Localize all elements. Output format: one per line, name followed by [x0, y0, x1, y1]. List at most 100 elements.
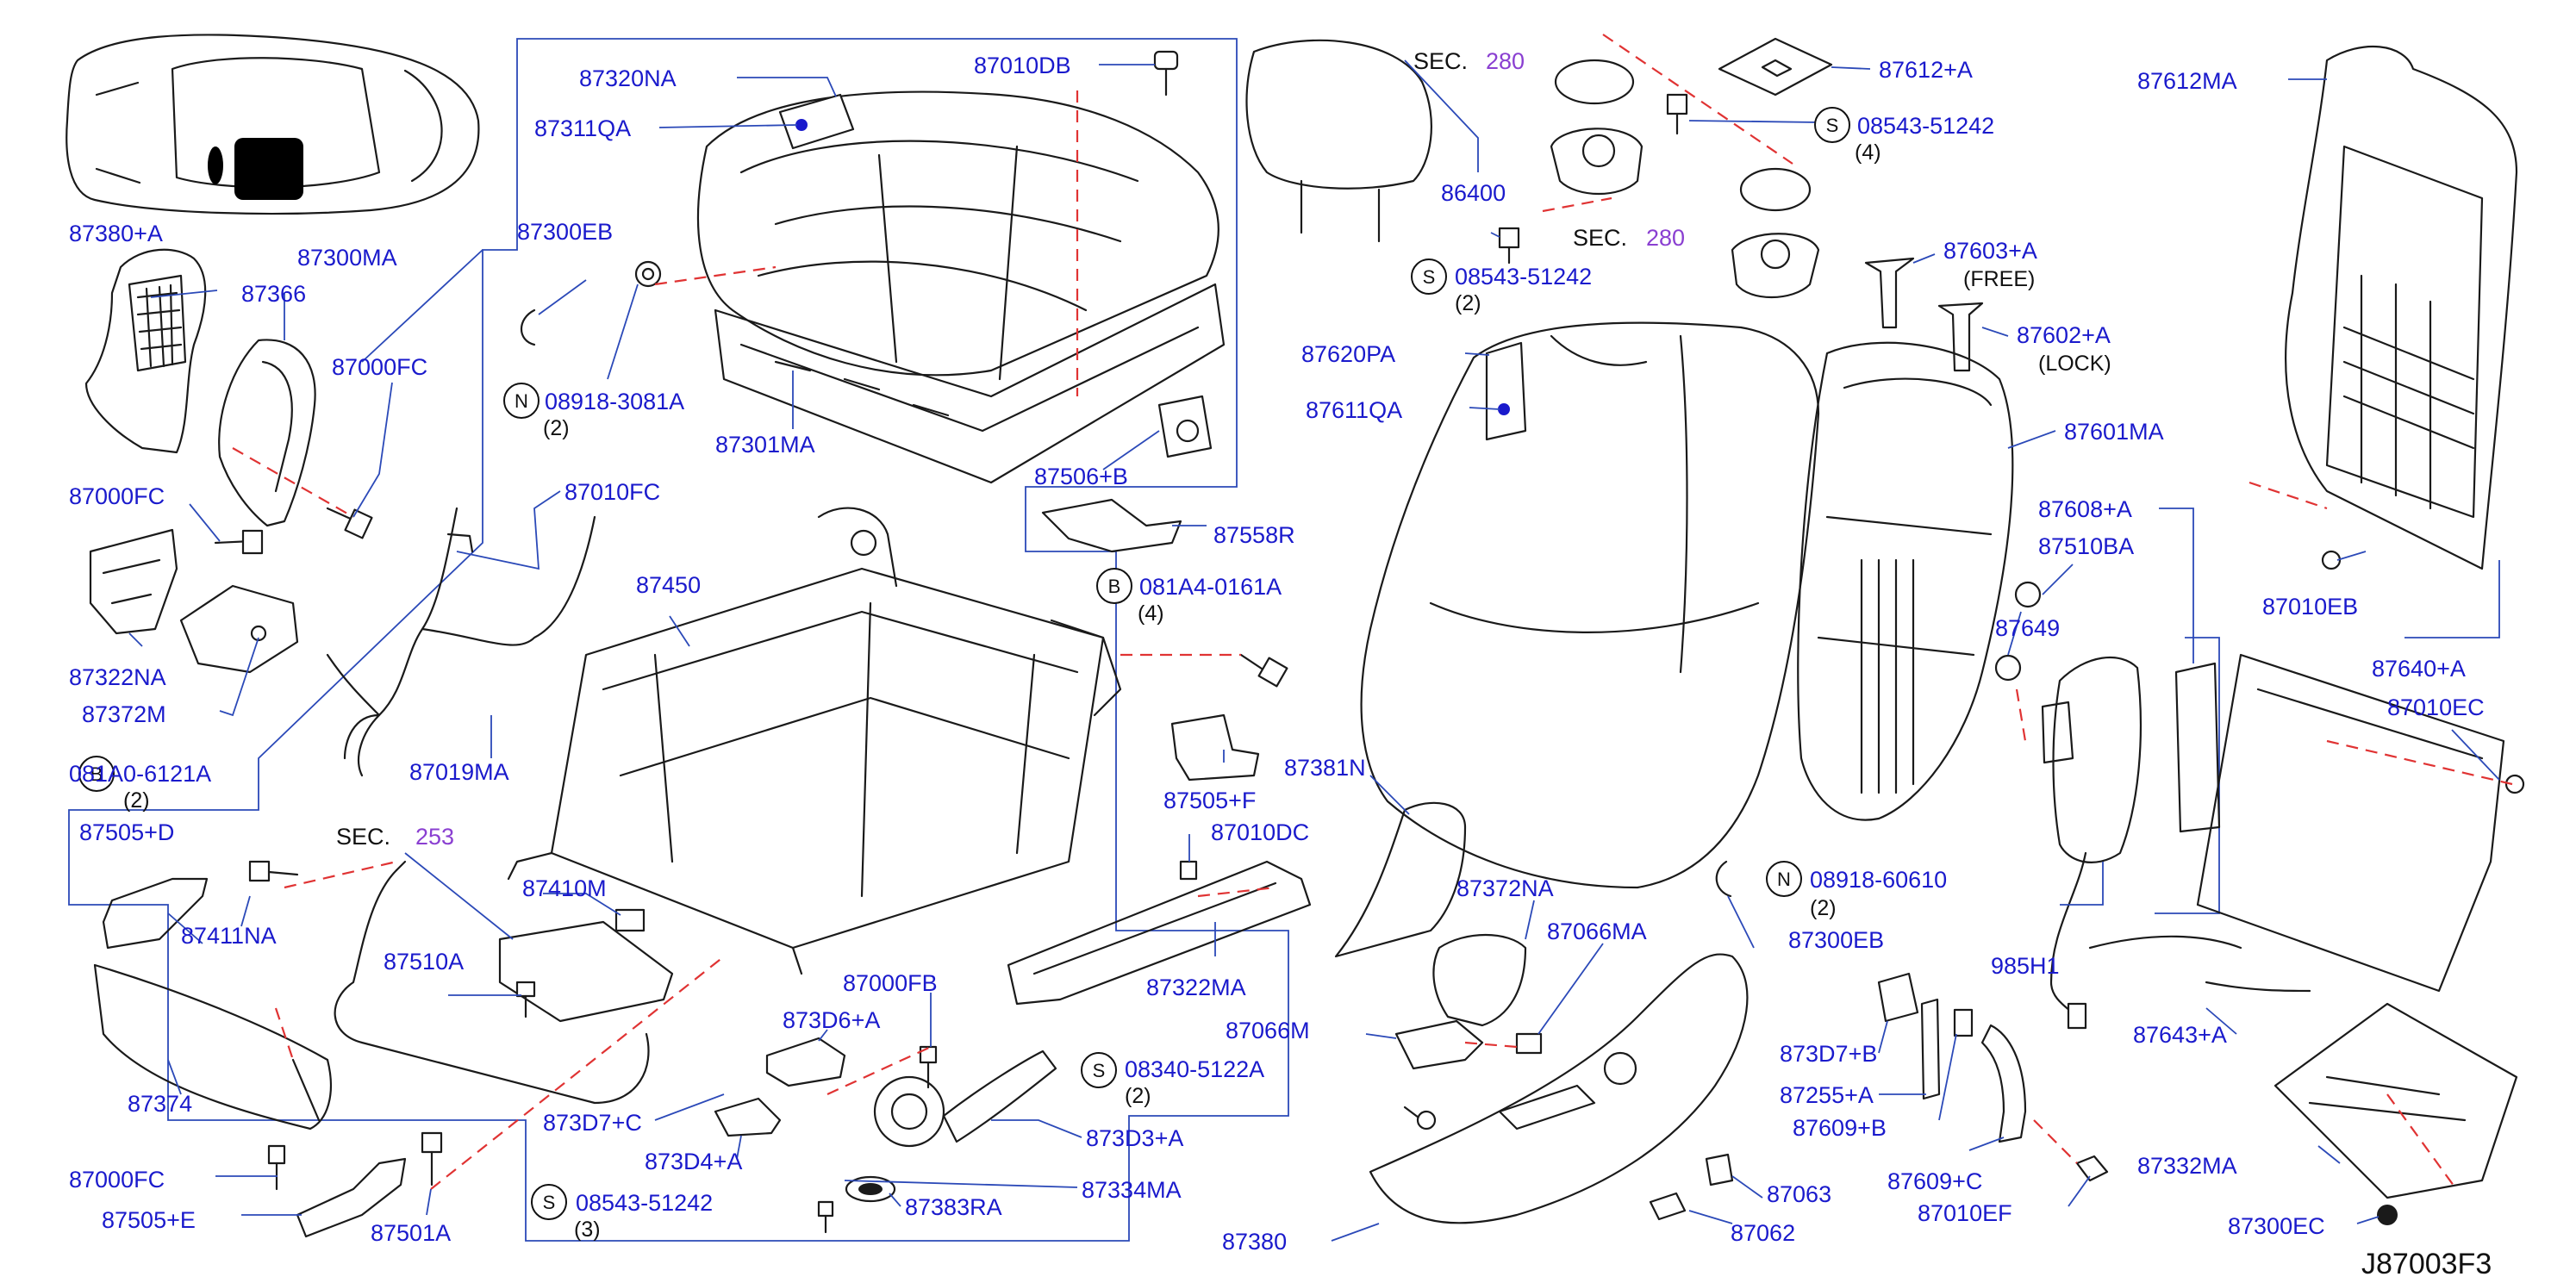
sec-ref-number[interactable]: 253 — [415, 824, 454, 850]
part-label-87311QA[interactable]: 87311QA — [534, 115, 631, 141]
part-label-87063[interactable]: 87063 — [1767, 1181, 1831, 1207]
part-label-87300EB-back[interactable]: 87300EB — [1788, 927, 1884, 953]
part-label-87010EF[interactable]: 87010EF — [1918, 1200, 2012, 1226]
note-free: (FREE) — [1963, 267, 2035, 291]
part-label-87000FC-bottom[interactable]: 87000FC — [69, 1167, 165, 1193]
dash-line — [2015, 688, 2027, 742]
part-label-87066MA[interactable]: 87066MA — [1547, 919, 1647, 944]
part-label-87000FC[interactable]: 87000FC — [332, 354, 427, 380]
part-87334MA-shape — [873, 1075, 945, 1148]
part-label-87320NA[interactable]: 87320NA — [579, 65, 677, 91]
part-label-87609C[interactable]: 87609+C — [1887, 1168, 1982, 1194]
part-label-87332MA[interactable]: 87332MA — [2137, 1153, 2237, 1179]
part-label-87010EC[interactable]: 87010EC — [2387, 694, 2485, 720]
part-label-08543-51242-upper[interactable]: 08543-51242 — [1857, 113, 1994, 139]
part-label-873D7C[interactable]: 873D7+C — [543, 1110, 642, 1136]
sec-ref-label: SEC. — [336, 824, 390, 850]
part-label-873D7B[interactable]: 873D7+B — [1780, 1041, 1877, 1067]
part-label-87506B[interactable]: 87506+B — [1034, 464, 1128, 489]
part-label-08918-60610[interactable]: 08918-60610 — [1810, 867, 1947, 893]
part-label-87301MA[interactable]: 87301MA — [715, 432, 815, 458]
part-label-87603A[interactable]: 87603+A — [1943, 238, 2037, 264]
part-label-87380A[interactable]: 87380+A — [69, 221, 163, 246]
sec-ref-number[interactable]: 280 — [1646, 225, 1685, 251]
part-label-87372NA[interactable]: 87372NA — [1456, 875, 1554, 901]
part-label-87601MA[interactable]: 87601MA — [2064, 419, 2164, 445]
part-87366-shape — [218, 339, 316, 527]
part-label-08543-51242-head[interactable]: 08543-51242 — [1455, 264, 1592, 290]
screw-87000FB-icon — [919, 1045, 938, 1089]
part-label-87010DC[interactable]: 87010DC — [1211, 819, 1309, 845]
part-label-87381N[interactable]: 87381N — [1284, 755, 1366, 781]
part-label-87300EB[interactable]: 87300EB — [517, 219, 613, 245]
part-label-08543-51242-bottom[interactable]: 08543-51242 — [576, 1190, 713, 1216]
part-87019MA-harness-shape — [326, 507, 596, 777]
backboard-group-frame — [2404, 560, 2500, 638]
part-label-87366[interactable]: 87366 — [241, 281, 306, 307]
part-label-87372M[interactable]: 87372M — [82, 701, 166, 727]
sec-ref-number[interactable]: 280 — [1486, 48, 1525, 74]
part-label-87602A[interactable]: 87602+A — [2017, 322, 2111, 348]
clip-87010EF-icon — [2075, 1155, 2109, 1182]
part-label-87010DB[interactable]: 87010DB — [974, 53, 1071, 78]
part-label-081A4-0161A[interactable]: 081A4-0161A — [1139, 574, 1282, 600]
part-label-87649[interactable]: 87649 — [1995, 615, 2060, 641]
circle-letter: N — [1777, 869, 1791, 890]
part-87066MA-shape — [1515, 1032, 1543, 1055]
part-label-87505E[interactable]: 87505+E — [102, 1207, 196, 1233]
part-label-081A0-6121A[interactable]: 081A0-6121A — [69, 761, 211, 787]
part-sec280-lock-upper-shape — [1550, 59, 1644, 195]
part-label-08918-3081A[interactable]: 08918-3081A — [545, 389, 684, 414]
part-label-873D4A[interactable]: 873D4+A — [645, 1149, 742, 1174]
dash-line — [2249, 481, 2328, 510]
part-label-87066M[interactable]: 87066M — [1226, 1018, 1310, 1043]
part-87380-side-cover-shape — [1369, 953, 1749, 1224]
part-label-87255A[interactable]: 87255+A — [1780, 1082, 1874, 1108]
part-label-87322NA[interactable]: 87322NA — [69, 664, 166, 690]
part-label-87505F[interactable]: 87505+F — [1163, 788, 1256, 813]
part-label-87383RA[interactable]: 87383RA — [905, 1194, 1002, 1220]
part-label-87380[interactable]: 87380 — [1222, 1229, 1287, 1255]
part-label-87000FB[interactable]: 87000FB — [843, 970, 938, 996]
part-label-87501A[interactable]: 87501A — [371, 1220, 451, 1246]
part-label-87620PA[interactable]: 87620PA — [1301, 341, 1395, 367]
part-87301MA-pan-shape — [714, 283, 1226, 484]
part-label-87450[interactable]: 87450 — [636, 572, 701, 598]
part-label-87374[interactable]: 87374 — [128, 1091, 192, 1117]
part-label-87062[interactable]: 87062 — [1731, 1220, 1795, 1246]
part-label-87640A[interactable]: 87640+A — [2372, 656, 2466, 682]
nut-87649-icon — [1994, 654, 2022, 682]
part-label-87612MA[interactable]: 87612MA — [2137, 68, 2237, 94]
part-label-873D3A[interactable]: 873D3+A — [1086, 1125, 1183, 1151]
part-label-87410M[interactable]: 87410M — [522, 875, 607, 901]
part-label-87411NA[interactable]: 87411NA — [181, 923, 277, 949]
part-label-87608A[interactable]: 87608+A — [2038, 496, 2132, 522]
part-label-87010EB[interactable]: 87010EB — [2262, 594, 2358, 620]
part-label-87010FC[interactable]: 87010FC — [564, 479, 660, 505]
part-label-87611QA[interactable]: 87611QA — [1306, 397, 1402, 423]
part-label-873D6A[interactable]: 873D6+A — [783, 1007, 880, 1033]
part-label-87558R[interactable]: 87558R — [1213, 522, 1295, 548]
pin-87603A-icon — [1864, 257, 1915, 329]
part-label-87510BA[interactable]: 87510BA — [2038, 533, 2134, 559]
part-label-87643A[interactable]: 87643+A — [2133, 1022, 2227, 1048]
part-87609C-duct-shape — [1980, 1024, 2027, 1143]
part-label-87609B[interactable]: 87609+B — [1793, 1115, 1887, 1141]
part-87372NA-shape — [1432, 934, 1527, 1027]
part-label-87300MA[interactable]: 87300MA — [297, 245, 397, 271]
part-label-86400[interactable]: 86400 — [1441, 180, 1506, 206]
part-label-87505D[interactable]: 87505+D — [79, 819, 174, 845]
circle-S-08340-5122A: S — [1081, 1052, 1117, 1088]
part-label-08340-5122A[interactable]: 08340-5122A — [1125, 1056, 1264, 1082]
part-label-87019MA[interactable]: 87019MA — [409, 759, 509, 785]
part-label-87612A[interactable]: 87612+A — [1879, 57, 1973, 83]
part-label-985H1[interactable]: 985H1 — [1991, 953, 2060, 979]
part-label-87300EC[interactable]: 87300EC — [2228, 1213, 2325, 1239]
part-label-87000FC-left[interactable]: 87000FC — [69, 483, 165, 509]
part-label-87322MA[interactable]: 87322MA — [1146, 975, 1246, 1000]
part-label-87334MA[interactable]: 87334MA — [1082, 1177, 1182, 1203]
part-label-87510A[interactable]: 87510A — [384, 949, 464, 975]
dash-line — [274, 1007, 295, 1061]
part-86400-headrest-shape — [1245, 39, 1432, 243]
part-87381N-shape — [1334, 801, 1467, 958]
